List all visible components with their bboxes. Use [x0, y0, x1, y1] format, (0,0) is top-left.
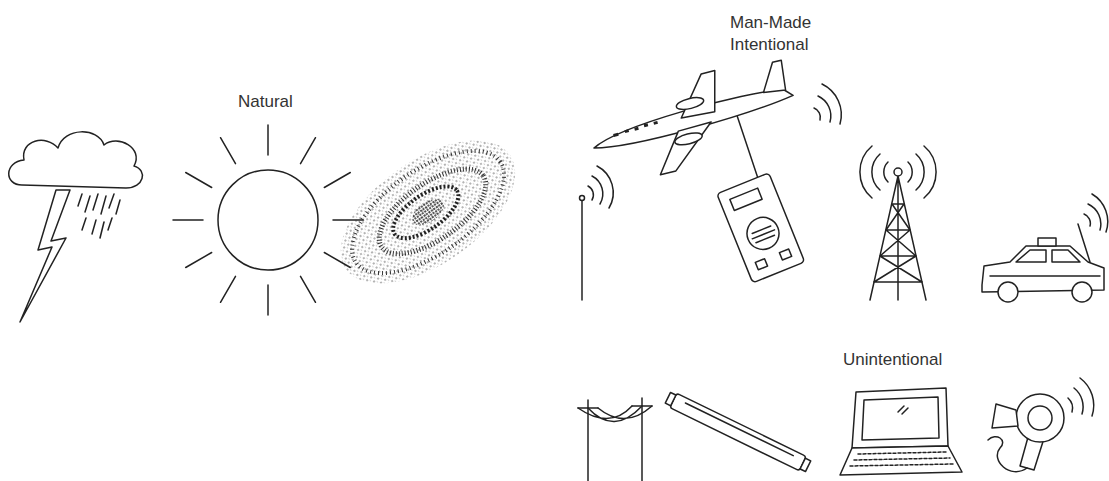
laptop-base — [840, 446, 962, 475]
dryer-cord — [988, 437, 1027, 472]
galaxy-halo — [316, 112, 539, 312]
utility-pole — [641, 398, 643, 481]
dryer-body — [1016, 394, 1064, 442]
walkie-speaker — [742, 213, 784, 255]
antenna-tip — [580, 196, 585, 201]
category-label: Man-Made — [730, 13, 811, 33]
radio-waves — [814, 84, 841, 124]
airplane-engine — [674, 131, 704, 147]
broadcast-tower — [860, 146, 936, 300]
mast-antenna — [580, 166, 614, 300]
airplane — [583, 54, 804, 189]
sun — [173, 125, 363, 315]
category-label: Unintentional — [843, 350, 942, 370]
car-windows — [1016, 250, 1080, 262]
walkie-talkie — [693, 114, 805, 283]
power-wire — [578, 406, 652, 422]
tube-cap — [800, 458, 811, 471]
tower-lattice — [874, 204, 922, 282]
walkie-grille — [750, 225, 776, 243]
cloud-outline — [9, 132, 143, 188]
sun-disc — [218, 170, 318, 270]
galaxy-arm — [366, 153, 500, 270]
car-wheel — [998, 282, 1018, 302]
lightning-bolt — [20, 190, 70, 322]
police-car — [982, 194, 1108, 302]
walkie-key — [779, 249, 791, 260]
tube-cap — [665, 392, 676, 405]
walkie-antenna — [734, 117, 762, 178]
hair-dryer — [988, 378, 1094, 472]
tower-frame — [870, 176, 926, 300]
airplane-wing — [651, 122, 721, 175]
dryer-nozzle — [992, 404, 1018, 428]
walkie-screen — [730, 188, 762, 210]
sun-rays — [173, 125, 363, 315]
category-label: Natural — [238, 92, 293, 112]
radio-waves — [1084, 194, 1108, 232]
rain-streaks — [78, 194, 120, 238]
airplane-windows — [613, 121, 659, 137]
radio-waves — [588, 166, 613, 208]
airplane-wing — [672, 71, 724, 120]
car-antenna — [1078, 224, 1090, 262]
laptop-screen — [852, 388, 948, 448]
dryer-waves — [1068, 378, 1094, 416]
screen-glare — [898, 406, 908, 414]
laptop-keys — [850, 452, 954, 466]
category-label: Intentional — [730, 35, 808, 55]
tube-highlight — [685, 403, 793, 456]
galaxy-arm — [332, 127, 524, 297]
airplane-engine — [675, 95, 705, 111]
utility-pole — [587, 400, 589, 481]
walkie-body — [717, 173, 805, 283]
galaxy — [316, 112, 539, 312]
fluorescent-tube — [664, 391, 811, 474]
walkie-key — [755, 259, 767, 270]
laptop — [840, 388, 962, 475]
galaxy-arm — [385, 177, 467, 248]
car-lightbar — [1038, 238, 1056, 246]
laptop-display — [862, 397, 939, 440]
antenna-rod — [581, 200, 583, 300]
tower-beacon — [894, 168, 902, 176]
power-lines — [578, 398, 652, 481]
car-wheel — [1072, 282, 1092, 302]
tube-glass — [670, 393, 806, 471]
dryer-vent — [1028, 406, 1052, 430]
car-stripe — [990, 275, 1100, 277]
radio-waves — [860, 146, 936, 198]
galaxy-core — [408, 193, 449, 230]
airplane-tail — [757, 60, 789, 95]
storm-cloud — [9, 132, 143, 322]
